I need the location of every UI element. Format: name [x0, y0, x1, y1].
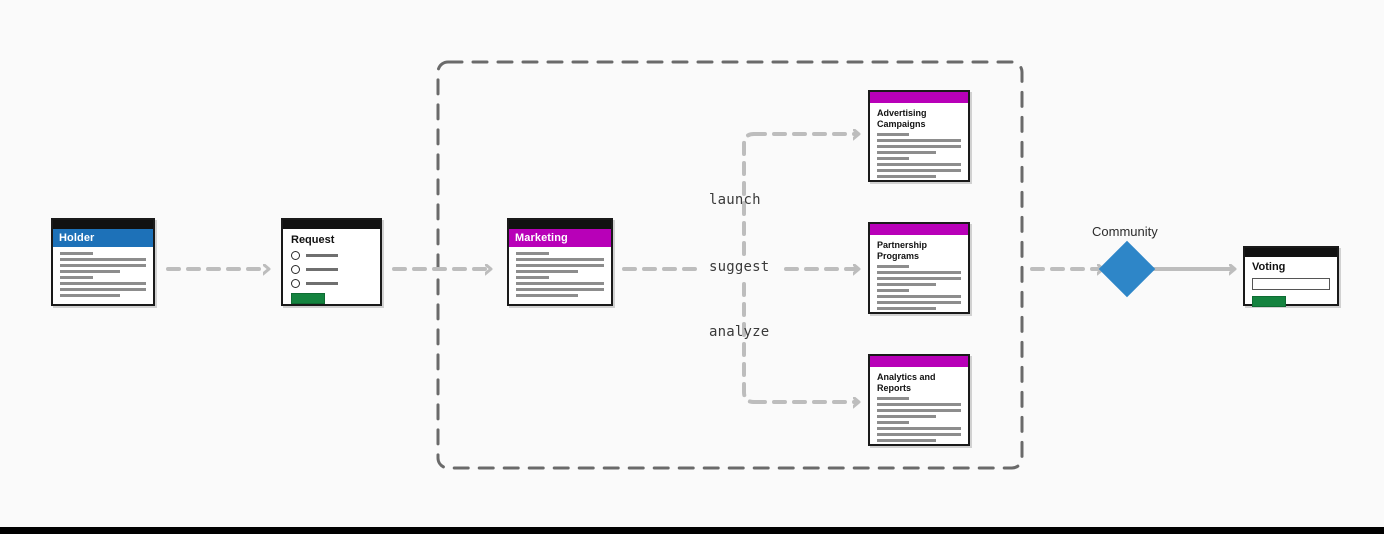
voting-title: Voting	[1252, 261, 1286, 273]
text-line	[516, 252, 550, 255]
text-line	[877, 133, 909, 137]
request-submit-button[interactable]	[291, 292, 325, 304]
node-voting[interactable]: Voting	[1243, 246, 1339, 307]
text-line	[516, 264, 604, 267]
text-line	[877, 145, 961, 149]
text-line	[877, 283, 936, 287]
text-line	[877, 169, 961, 173]
text-line	[60, 276, 93, 279]
edge-label-analyze: analyze	[709, 324, 770, 340]
text-line	[877, 433, 961, 437]
text-line	[877, 277, 961, 281]
request-option-row[interactable]	[291, 278, 372, 288]
voting-submit-button[interactable]	[1252, 295, 1286, 307]
option-label-line	[306, 268, 338, 271]
advertising-title: Advertising Campaigns	[877, 108, 927, 129]
node-advertising-campaigns[interactable]: Advertising Campaigns	[868, 90, 970, 182]
text-line	[877, 397, 909, 401]
node-holder[interactable]: Holder	[51, 218, 155, 306]
group-boundary	[436, 60, 1024, 470]
holder-title: Holder	[59, 231, 95, 244]
marketing-body	[509, 247, 611, 306]
text-line	[60, 258, 146, 261]
text-line	[516, 282, 604, 285]
text-line	[877, 151, 936, 155]
text-line	[877, 175, 936, 179]
text-line	[877, 163, 961, 167]
request-titlebar	[283, 220, 380, 229]
edge-branch-spine-down	[742, 282, 756, 404]
marketing-title: Marketing	[515, 231, 568, 244]
request-title: Request	[291, 234, 335, 246]
text-line	[877, 301, 961, 305]
text-line	[516, 294, 578, 297]
text-line	[877, 403, 961, 407]
holder-titlebar	[53, 220, 153, 229]
text-line	[877, 415, 936, 419]
text-line	[516, 270, 578, 273]
text-line	[516, 276, 550, 279]
text-line	[516, 288, 604, 291]
text-line	[877, 265, 909, 269]
advertising-accent-bar	[870, 92, 968, 103]
voting-titlebar	[1245, 248, 1337, 257]
analytics-title: Analytics and Reports	[877, 372, 936, 393]
bottom-black-bar	[0, 527, 1384, 534]
text-line	[877, 157, 909, 161]
text-line	[60, 288, 146, 291]
text-line	[877, 295, 961, 299]
edge-label-suggest: suggest	[709, 259, 770, 275]
voting-input[interactable]	[1252, 277, 1330, 290]
option-label-line	[306, 254, 338, 257]
edge-label-launch: launch	[709, 192, 761, 208]
text-line	[877, 421, 909, 425]
request-option-row[interactable]	[291, 264, 372, 274]
node-marketing[interactable]: Marketing	[507, 218, 613, 306]
holder-body	[53, 247, 153, 306]
text-line	[877, 427, 961, 431]
node-analytics-and-reports[interactable]: Analytics and Reports	[868, 354, 970, 446]
text-line	[60, 282, 146, 285]
holder-accent-bar: Holder	[53, 229, 153, 247]
analytics-body: Analytics and Reports	[870, 367, 968, 451]
text-line	[516, 258, 604, 261]
partnership-title: Partnership Programs	[877, 240, 928, 261]
text-line	[60, 252, 93, 255]
radio-icon[interactable]	[291, 278, 300, 288]
marketing-accent-bar: Marketing	[509, 229, 611, 247]
text-line	[60, 294, 121, 297]
node-partnership-programs[interactable]: Partnership Programs	[868, 222, 970, 314]
text-line	[877, 139, 961, 143]
text-line	[877, 307, 936, 311]
partnership-body: Partnership Programs	[870, 235, 968, 319]
voting-body: Voting	[1245, 257, 1337, 311]
node-request[interactable]: Request	[281, 218, 382, 306]
analytics-accent-bar	[870, 356, 968, 367]
text-line	[877, 289, 909, 293]
text-line	[60, 270, 121, 273]
radio-icon[interactable]	[291, 264, 300, 274]
option-label-line	[306, 282, 338, 285]
text-line	[60, 264, 146, 267]
request-option-row[interactable]	[291, 250, 372, 260]
text-line	[877, 439, 936, 443]
text-line	[877, 271, 961, 275]
marketing-titlebar	[509, 220, 611, 229]
partnership-accent-bar	[870, 224, 968, 235]
text-line	[877, 409, 961, 413]
community-label: Community	[1092, 224, 1158, 239]
radio-icon[interactable]	[291, 250, 300, 260]
advertising-body: Advertising Campaigns	[870, 103, 968, 187]
request-body: Request	[283, 229, 380, 309]
